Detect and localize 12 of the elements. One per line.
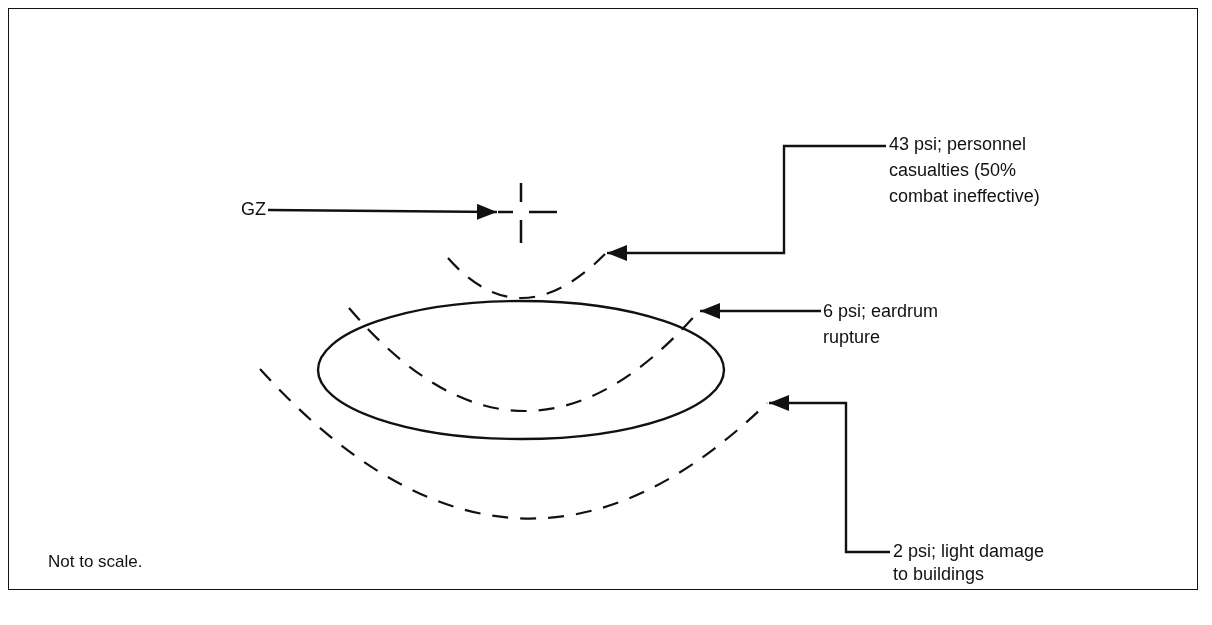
leader-arrow	[268, 203, 497, 220]
callout-text: GZ	[216, 198, 266, 222]
pressure-contour-arc	[259, 368, 768, 520]
pressure-contour-arc	[447, 253, 606, 300]
note-text: Not to scale.	[48, 552, 143, 572]
callout-text: 6 psi; eardrum rupture	[823, 298, 955, 351]
leader-arrow	[769, 395, 890, 554]
ground-zero-crosshair	[498, 183, 557, 243]
leader-arrow	[700, 303, 821, 319]
callout-text: 43 psi; personnel casualties (50% combat ineffective)	[889, 131, 1074, 210]
leader-arrow	[607, 144, 886, 261]
callout-text: 2 psi; light damage to buildings	[893, 540, 1053, 585]
